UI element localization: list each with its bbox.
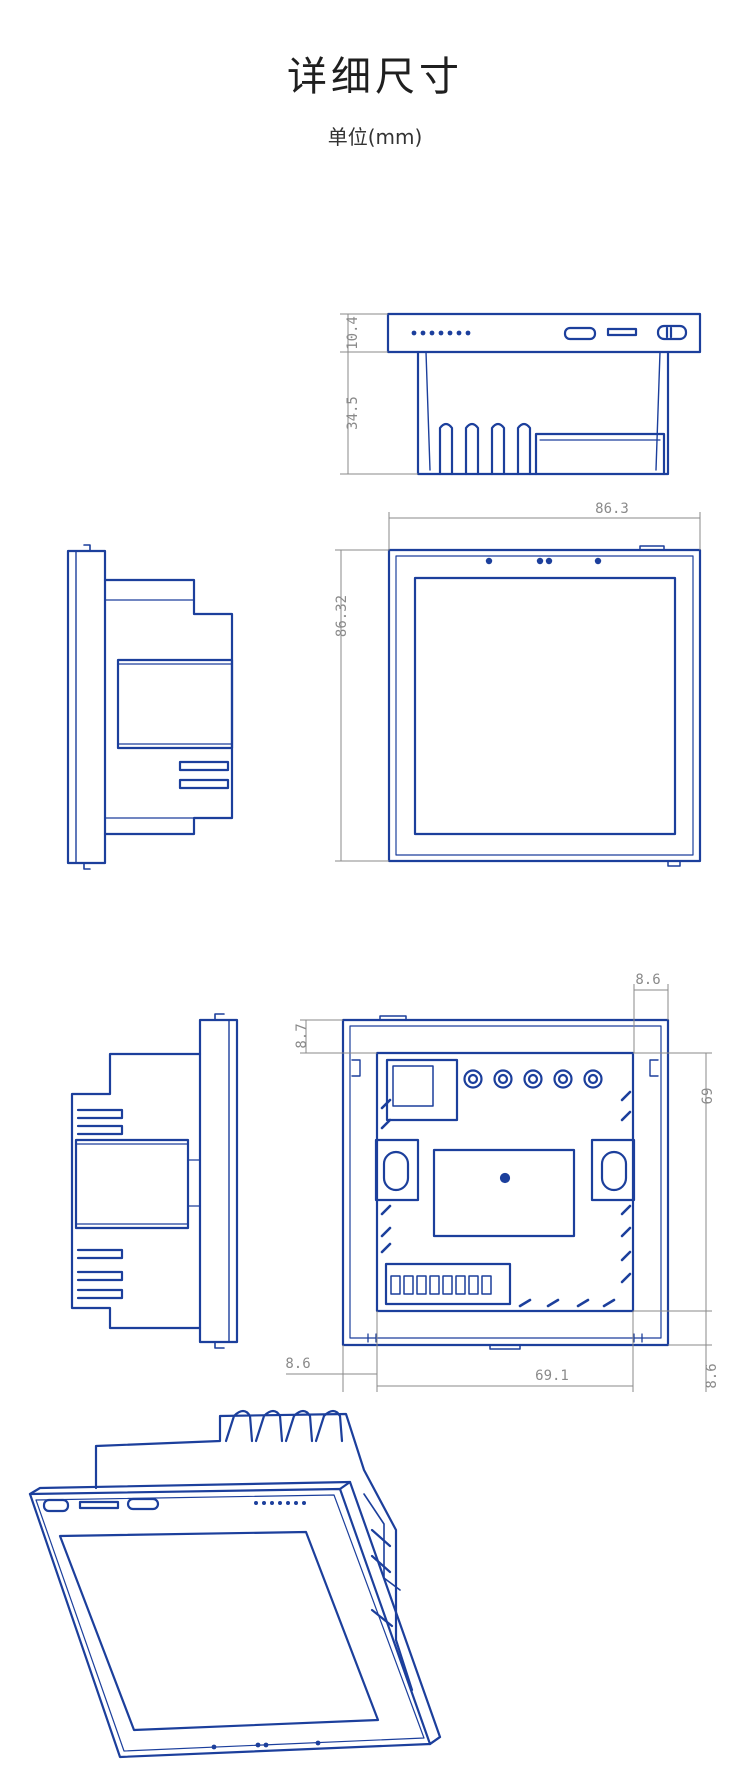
side-view-upper-block: [116, 658, 234, 750]
iso-screen: [58, 1530, 380, 1732]
usb-port-icon: [563, 326, 597, 341]
mount-ear-left: [374, 1138, 420, 1202]
dim-back-right-height: 69: [700, 1088, 716, 1105]
iso-card-slot-icon: [78, 1500, 120, 1510]
top-view-front-plate: [386, 312, 702, 354]
top-view-body: [416, 350, 670, 476]
dim-back-bottom-left: 8.6: [285, 1356, 310, 1372]
top-view-block: [534, 432, 666, 476]
dim-front-width: 86.3: [595, 501, 629, 517]
side-view-lower-body: [70, 1052, 202, 1330]
terminal-pins: [390, 1275, 492, 1295]
iso-fin: [284, 1409, 314, 1443]
page-title: 详细尺寸: [287, 54, 463, 100]
iso-body: [94, 1412, 414, 1692]
front-view-dots: [485, 557, 602, 565]
front-view: [387, 545, 702, 867]
iso-fin: [314, 1409, 344, 1443]
top-view-fin: [490, 422, 506, 476]
back-view-screws: [463, 1069, 603, 1089]
iso-switch-icon: [42, 1498, 70, 1513]
side-view-upper: [66, 544, 234, 870]
dim-front-thickness: 10.4: [345, 316, 361, 350]
iso-usb-icon: [126, 1497, 160, 1511]
top-view-fin: [464, 422, 480, 476]
back-view-frame: [341, 1018, 670, 1347]
unit-label: 单位(mm): [327, 125, 423, 149]
dimension-lines: 10.4 34.5 86.3 86.32 8.6 8.7 69 8.6 69.1…: [285, 313, 720, 1392]
back-view-relay-block: [385, 1058, 459, 1122]
iso-indicator-dots: [211, 1501, 321, 1750]
dim-back-bottom-right: 8.6: [704, 1363, 720, 1388]
side-view-upper-plate: [66, 549, 107, 865]
dim-front-height: 86.32: [334, 595, 350, 637]
side-view-upper-body: [103, 578, 234, 836]
dim-back-top-right: 8.6: [635, 972, 660, 988]
dim-back-top-left: 8.7: [294, 1023, 310, 1048]
side-view-lower-plate: [198, 1018, 239, 1344]
mount-ear-right: [590, 1138, 636, 1202]
side-view-lower-block: [74, 1138, 190, 1230]
iso-fin: [224, 1409, 254, 1443]
dim-back-bottom-width: 69.1: [535, 1368, 569, 1384]
back-view: [341, 1015, 670, 1350]
top-view-fin: [516, 422, 532, 476]
switch-icon: [656, 324, 688, 341]
terminal-block: [384, 1262, 512, 1306]
front-view-frame: [387, 548, 702, 863]
top-view-fin: [438, 422, 454, 476]
top-view-indicator-dots: [411, 330, 471, 336]
back-view-label-area: [432, 1148, 576, 1238]
front-view-screen: [413, 576, 677, 836]
iso-fin: [254, 1409, 284, 1443]
iso-front-plate: [28, 1487, 432, 1759]
card-slot-icon: [606, 327, 638, 337]
side-view-lower: [70, 1013, 239, 1349]
back-view-hatching: [380, 1090, 632, 1308]
isometric-view: [28, 1409, 442, 1759]
dim-body-depth: 34.5: [345, 396, 361, 430]
top-view: [386, 312, 702, 476]
